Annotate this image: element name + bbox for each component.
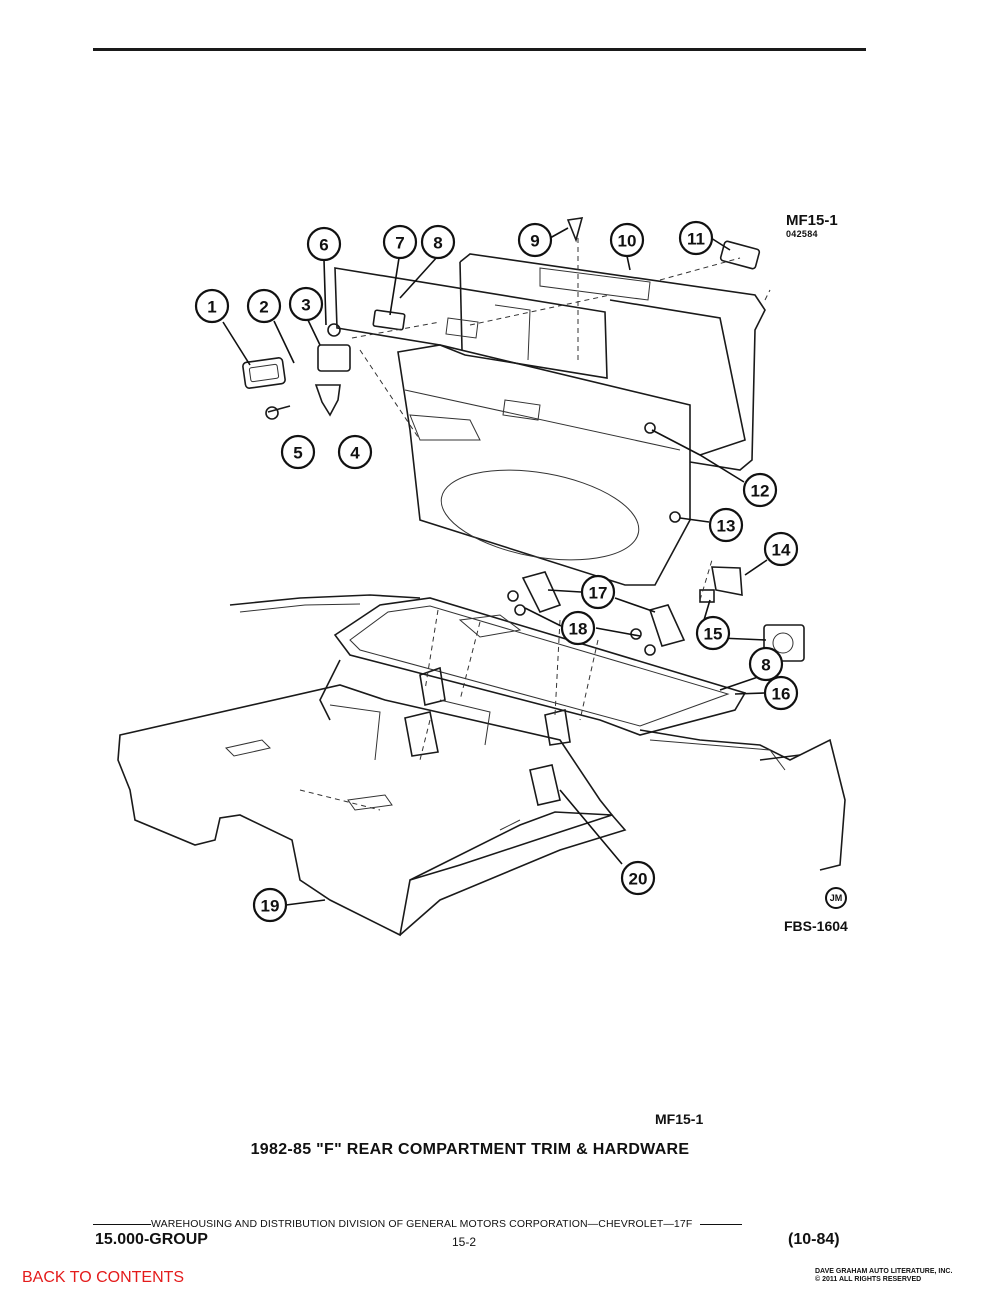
svg-text:19: 19 [261, 897, 280, 916]
svg-text:13: 13 [717, 517, 736, 536]
copyright: © 2011 ALL RIGHTS RESERVED [815, 1276, 922, 1283]
callout-14: 14 [763, 531, 799, 567]
group-label: 15.000-GROUP [95, 1231, 208, 1248]
division-text: WAREHOUSING AND DISTRIBUTION DIVISION OF… [151, 1218, 693, 1230]
svg-text:7: 7 [395, 234, 404, 253]
svg-text:5: 5 [293, 444, 302, 463]
page-number: 15-2 [452, 1235, 477, 1249]
svg-text:1: 1 [207, 298, 216, 317]
callout-20: 20 [620, 860, 656, 896]
footer-rule-right [700, 1223, 743, 1225]
rear-seat [117, 684, 627, 937]
back-to-contents-link[interactable]: BACK TO CONTENTS [22, 1269, 185, 1286]
callout-4: 4 [337, 434, 373, 470]
assembly-lines [299, 238, 771, 811]
callout-8-shelf: 8 [748, 646, 784, 682]
footer-division-line: WAREHOUSING AND DISTRIBUTION DIVISION OF… [93, 1218, 853, 1230]
revision-date: (10-84) [788, 1231, 840, 1248]
callout-3: 3 [288, 286, 324, 322]
svg-text:20: 20 [629, 870, 648, 889]
package-shelf [333, 597, 747, 806]
svg-text:18: 18 [569, 620, 588, 639]
svg-text:10: 10 [618, 232, 637, 251]
svg-text:16: 16 [772, 685, 791, 704]
svg-text:8: 8 [761, 656, 770, 675]
footer-rule-left [93, 1223, 151, 1225]
callout-7: 7 [382, 224, 418, 260]
callout-16: 16 [763, 675, 799, 711]
callout-6: 6 [306, 226, 342, 262]
callout-10: 10 [609, 222, 645, 258]
callout-15: 15 [695, 615, 731, 651]
car-body [229, 594, 846, 871]
callout-11: 11 [678, 220, 714, 256]
figure-serial: 042584 [786, 229, 818, 239]
svg-text:12: 12 [751, 482, 770, 501]
callout-13: 13 [708, 507, 744, 543]
callout-2: 2 [246, 288, 282, 324]
svg-text:15: 15 [704, 625, 723, 644]
callout-9: 9 [517, 222, 553, 258]
svg-text:6: 6 [319, 236, 328, 255]
callout-5: 5 [280, 434, 316, 470]
lower-trim-panel [397, 344, 691, 586]
svg-text:17: 17 [589, 584, 608, 603]
callout-8-top: 8 [420, 224, 456, 260]
svg-text:14: 14 [772, 541, 791, 560]
svg-text:3: 3 [301, 296, 310, 315]
publisher-name: DAVE GRAHAM AUTO LITERATURE, INC. [815, 1268, 953, 1275]
drawing-id: FBS-1604 [784, 918, 848, 934]
callout-18: 18 [560, 610, 596, 646]
page-title: 1982-85 "F" REAR COMPARTMENT TRIM & HARD… [250, 1141, 690, 1158]
rear-trim-panel [459, 253, 766, 471]
publisher-notice: DAVE GRAHAM AUTO LITERATURE, INC. © 2011… [815, 1268, 952, 1284]
upper-trim-board [334, 267, 608, 379]
leader-lines [222, 227, 768, 906]
svg-text:11: 11 [687, 230, 705, 249]
svg-text:8: 8 [433, 234, 442, 253]
svg-text:4: 4 [350, 444, 360, 463]
figure-code-bottom: MF15-1 [655, 1111, 704, 1127]
callout-19: 19 [252, 887, 288, 923]
hardware [242, 217, 805, 662]
callout-12: 12 [742, 472, 778, 508]
callout-1: 1 [194, 288, 230, 324]
figure-code-top: MF15-1 [786, 212, 838, 229]
artist-mark: JM [825, 887, 847, 909]
svg-text:2: 2 [259, 298, 268, 317]
hinge-brackets [507, 571, 686, 656]
svg-text:9: 9 [530, 232, 539, 251]
top-rule [93, 48, 866, 51]
callout-17: 17 [580, 574, 616, 610]
